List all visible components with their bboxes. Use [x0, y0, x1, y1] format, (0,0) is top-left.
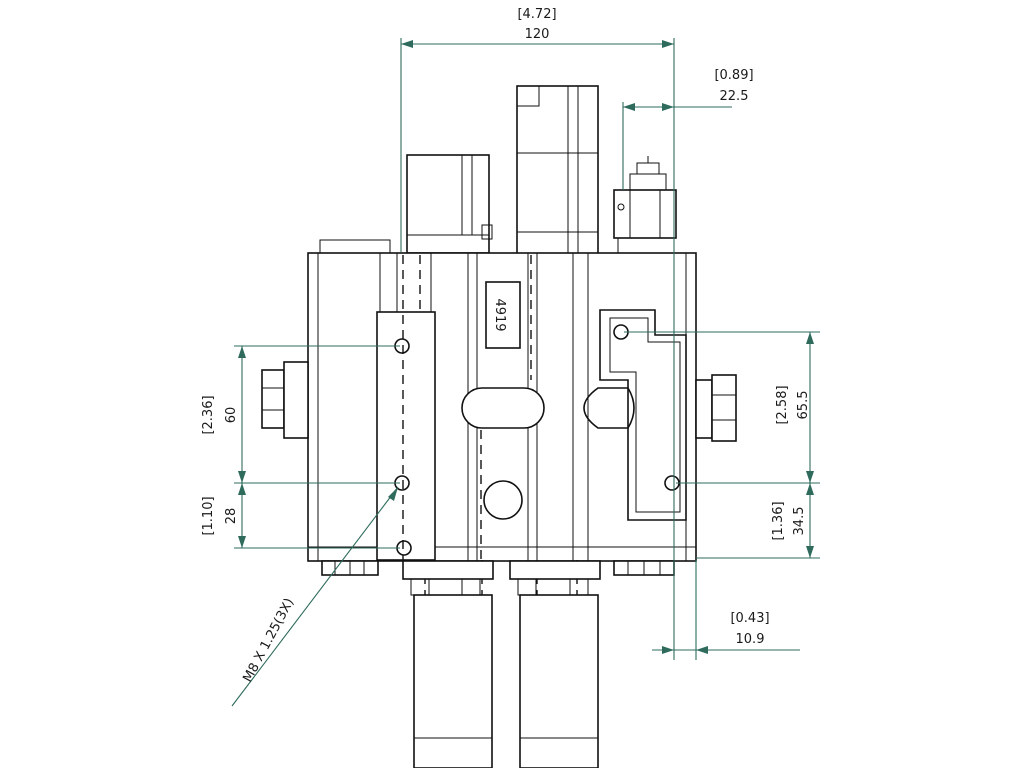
- bottom-solenoid-right: [509, 560, 601, 768]
- dim-right-lower-mm: 34.5: [792, 507, 807, 536]
- dim-left-lower-inch: [1.10]: [201, 496, 216, 535]
- dim-left-upper-mm: 60: [224, 407, 239, 424]
- dim-left-hole-spacing: [2.36] 60 [1.10] 28: [201, 345, 400, 549]
- dim-right-edge-mm: 10.9: [736, 632, 765, 647]
- dim-overall-width-mm: 120: [525, 27, 550, 42]
- valve-body: 4919: [261, 239, 737, 740]
- bottom-solenoid-left: [402, 560, 494, 768]
- top-solenoid-left: [406, 154, 493, 254]
- bottom-fitting-left: [321, 560, 379, 576]
- top-solenoid-right: [516, 85, 599, 255]
- dim-left-lower-mm: 28: [224, 508, 239, 525]
- dim-overall-width: [4.72] 120: [400, 7, 675, 660]
- dim-right-edge-inch: [0.43]: [730, 611, 769, 626]
- dim-left-upper-inch: [2.36]: [201, 395, 216, 434]
- part-number-label: 4919: [492, 298, 507, 331]
- dim-overall-width-inch: [4.72]: [517, 7, 556, 22]
- dim-right-upper-mm: 65.5: [796, 391, 811, 420]
- dim-right-lower-inch: [1.36]: [771, 501, 786, 540]
- dim-port-offset-mm: 22.5: [720, 89, 749, 104]
- dim-port-offset-inch: [0.89]: [714, 68, 753, 83]
- dim-right-edge-offset: [0.43] 10.9: [652, 560, 800, 660]
- dim-right-upper-inch: [2.58]: [775, 385, 790, 424]
- thread-callout-text: M8 X 1.25(3X): [240, 596, 297, 685]
- top-fitting: [613, 156, 677, 255]
- dim-right-hole-spacing: [2.58] 65.5 [1.36] 34.5: [624, 331, 820, 559]
- bottom-fitting-right: [613, 560, 675, 576]
- dim-port-offset: [0.89] 22.5: [622, 68, 754, 190]
